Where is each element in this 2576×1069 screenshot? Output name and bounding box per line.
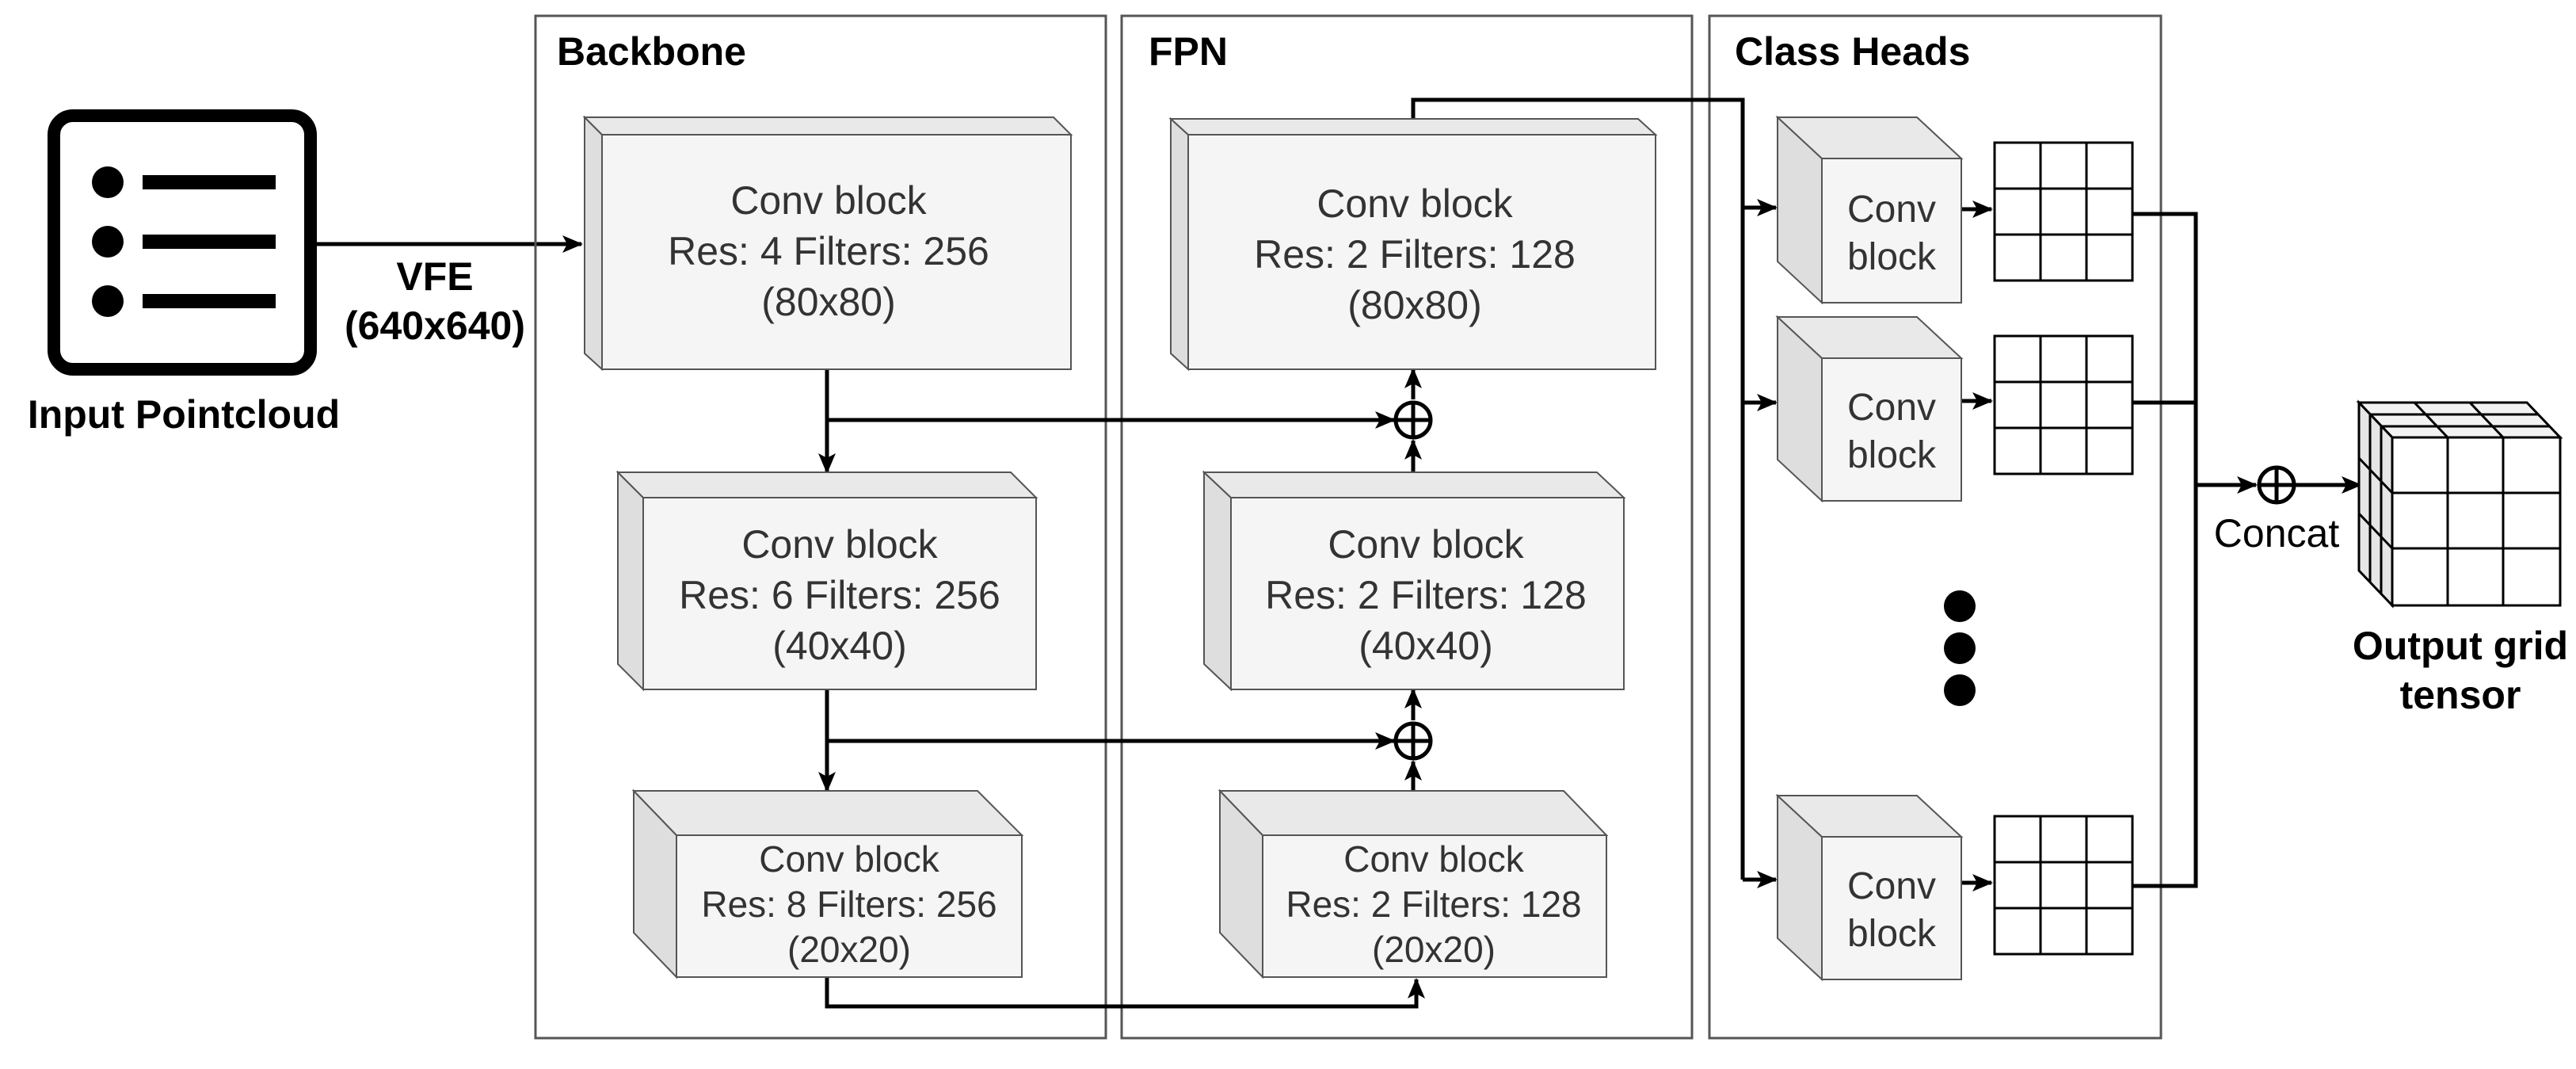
fpn-add-icon-bottom bbox=[1393, 721, 1433, 761]
concat-label: Concat bbox=[2214, 511, 2340, 555]
class-heads-title: Class Heads bbox=[1735, 29, 1970, 74]
backbone-block-1-name: Conv block bbox=[730, 178, 927, 223]
fpn-block-1 bbox=[1168, 116, 1658, 372]
backbone-block-1-size: (80x80) bbox=[761, 280, 896, 324]
backbone-block-2-name: Conv block bbox=[741, 522, 938, 567]
fpn-block-1-spec: Res: 2 Filters: 128 bbox=[1254, 232, 1576, 277]
backbone-block-2-spec: Res: 6 Filters: 256 bbox=[679, 573, 1000, 617]
fpn-block-3 bbox=[1218, 788, 1609, 979]
fpn-block-1-name: Conv block bbox=[1317, 181, 1513, 226]
vfe-label: VFE bbox=[396, 254, 473, 299]
fpn-block-2-size: (40x40) bbox=[1358, 624, 1493, 668]
output-label-line1: Output grid bbox=[2353, 624, 2568, 668]
class-head-1-line1: Conv bbox=[1847, 189, 1936, 231]
head-grid-2 bbox=[1993, 334, 2134, 475]
class-head-3-line2: block bbox=[1847, 913, 1937, 955]
backbone-block-2-size: (40x40) bbox=[772, 624, 907, 668]
backbone-panel bbox=[534, 14, 1107, 1040]
fpn-panel bbox=[1120, 14, 1694, 1040]
class-head-2-line1: Conv bbox=[1847, 387, 1936, 429]
fpn-add-icon-top bbox=[1393, 400, 1433, 440]
class-head-3 bbox=[1775, 793, 1964, 982]
fpn-block-3-name: Conv block bbox=[1343, 838, 1525, 880]
backbone-block-3 bbox=[631, 788, 1024, 979]
head-grid-3 bbox=[1993, 815, 2134, 956]
backbone-block-3-size: (20x20) bbox=[787, 929, 911, 970]
class-head-2 bbox=[1775, 315, 1964, 503]
ellipsis-icon bbox=[1944, 590, 1976, 706]
class-heads-panel bbox=[1708, 14, 2163, 1040]
class-head-1 bbox=[1775, 115, 1964, 305]
fpn-title: FPN bbox=[1149, 29, 1228, 74]
backbone-block-1-spec: Res: 4 Filters: 256 bbox=[668, 229, 989, 273]
class-head-1-line2: block bbox=[1847, 236, 1937, 278]
output-tensor-icon bbox=[2356, 399, 2563, 609]
vfe-size-label: (640x640) bbox=[345, 304, 525, 348]
backbone-block-3-name: Conv block bbox=[759, 838, 940, 880]
input-label: Input Pointcloud bbox=[28, 392, 340, 437]
fpn-block-2-spec: Res: 2 Filters: 128 bbox=[1265, 573, 1587, 617]
connections bbox=[818, 97, 2362, 1009]
output-label-line2: tensor bbox=[2400, 673, 2521, 717]
backbone-block-2 bbox=[615, 470, 1038, 692]
fpn-block-2 bbox=[1202, 470, 1626, 692]
fpn-block-1-size: (80x80) bbox=[1347, 283, 1482, 327]
backbone-block-1 bbox=[582, 115, 1073, 372]
fpn-block-2-name: Conv block bbox=[1328, 522, 1524, 567]
fpn-block-3-size: (20x20) bbox=[1372, 929, 1496, 970]
fpn-block-3-spec: Res: 2 Filters: 128 bbox=[1286, 884, 1581, 925]
concat-icon bbox=[2257, 465, 2296, 505]
backbone-title: Backbone bbox=[557, 29, 746, 74]
input-pointcloud-icon bbox=[48, 109, 317, 376]
class-head-3-line1: Conv bbox=[1847, 865, 1936, 907]
class-head-2-line2: block bbox=[1847, 434, 1937, 476]
backbone-block-3-spec: Res: 8 Filters: 256 bbox=[701, 884, 996, 925]
head-grid-1 bbox=[1993, 141, 2134, 282]
